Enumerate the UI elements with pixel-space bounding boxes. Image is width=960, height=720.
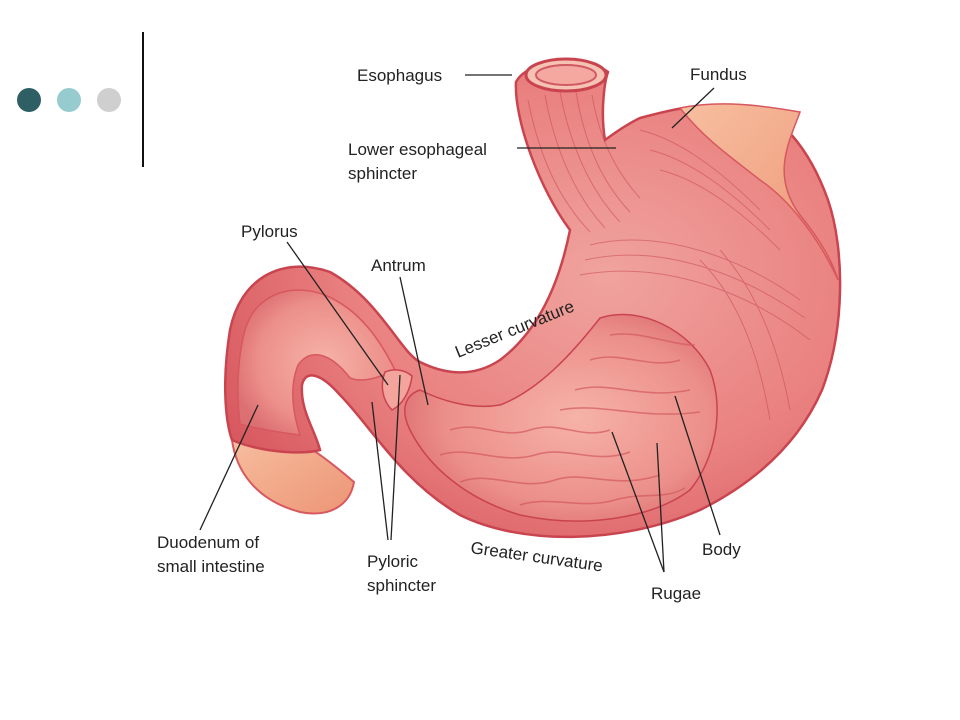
bullet-dot-teal	[57, 88, 81, 112]
label-pyloric-line2: sphincter	[367, 576, 436, 595]
label-duodenum-line1: Duodenum of	[157, 533, 259, 552]
rugae-folds	[439, 333, 701, 506]
label-pyloric-line1: Pyloric	[367, 552, 419, 571]
accent-divider-line	[142, 32, 144, 167]
label-greater-curvature: Greater curvature	[469, 538, 604, 575]
label-pylorus: Pylorus	[241, 222, 298, 241]
label-esophagus: Esophagus	[357, 66, 442, 85]
label-body: Body	[702, 540, 741, 559]
label-les-line1: Lower esophageal	[348, 140, 487, 159]
label-fundus: Fundus	[690, 65, 747, 84]
pyloric-sphincter-band	[381, 369, 413, 411]
label-rugae: Rugae	[651, 584, 701, 603]
bullet-dot-gray	[97, 88, 121, 112]
label-duodenum-line2: small intestine	[157, 557, 265, 576]
leader-lines	[199, 74, 721, 573]
label-les-line2: sphincter	[348, 164, 417, 183]
fundus-cut-flap	[678, 103, 839, 281]
muscle-striations	[527, 91, 811, 421]
mucosa-interior	[404, 313, 718, 522]
label-antrum: Antrum	[371, 256, 426, 275]
bullet-dot-dark	[17, 88, 41, 112]
